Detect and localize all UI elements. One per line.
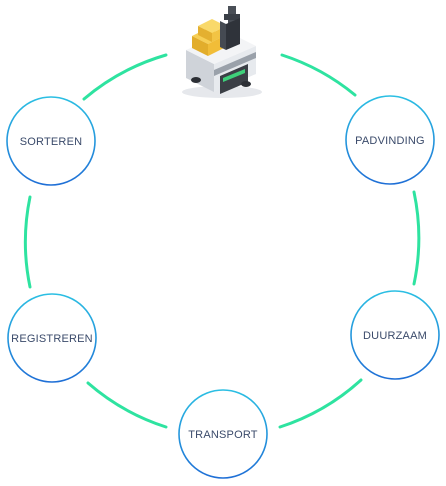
node-transport-circle bbox=[178, 389, 268, 479]
ring-arc-sorteren-robot bbox=[82, 53, 168, 101]
node-padvinding-circle bbox=[345, 95, 435, 185]
node-padvinding: PADVINDING bbox=[345, 95, 435, 185]
ring-arc-padvinding-duurzaam bbox=[412, 190, 421, 286]
node-transport: TRANSPORT bbox=[178, 389, 268, 479]
ring-arc-duurzaam-transport bbox=[278, 378, 363, 429]
node-duurzaam-circle bbox=[350, 290, 440, 380]
node-registreren-label: REGISTREREN bbox=[11, 333, 93, 345]
ring-arcs bbox=[23, 53, 421, 429]
node-duurzaam-label: DUURZAAM bbox=[363, 330, 427, 342]
node-transport-label: TRANSPORT bbox=[188, 429, 258, 441]
node-registreren: REGISTREREN bbox=[7, 293, 97, 383]
node-duurzaam: DUURZAAM bbox=[350, 290, 440, 380]
ring-arc-robot-padvinding bbox=[280, 53, 357, 97]
node-sorteren-label: SORTEREN bbox=[20, 136, 83, 148]
robot-icon bbox=[182, 6, 262, 98]
node-sorteren-circle bbox=[6, 96, 96, 186]
node-padvinding-label: PADVINDING bbox=[355, 135, 425, 147]
node-registreren-circle bbox=[7, 293, 97, 383]
node-sorteren: SORTEREN bbox=[6, 96, 96, 186]
ring-arc-registreren-sorteren bbox=[23, 195, 32, 289]
ring-arc-transport-registreren bbox=[86, 381, 168, 429]
